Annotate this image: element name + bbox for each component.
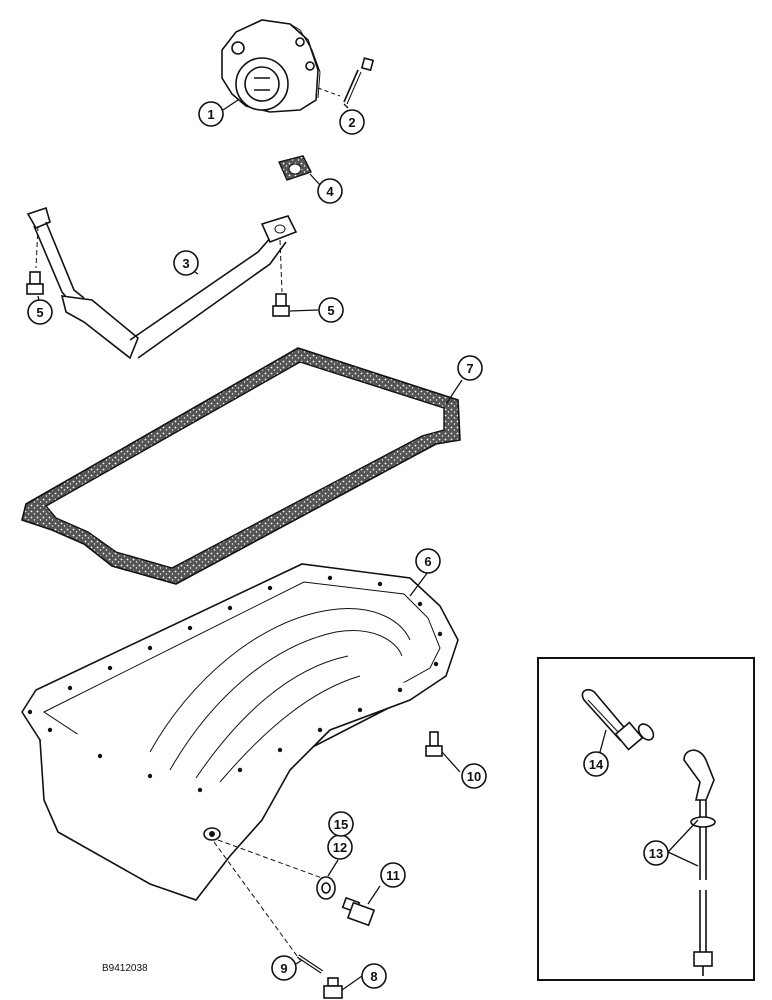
oil-pan-gasket-part bbox=[21, 347, 461, 585]
callout-1: 1 bbox=[198, 101, 224, 127]
svg-text:2: 2 bbox=[348, 115, 355, 130]
svg-text:15: 15 bbox=[334, 817, 348, 832]
dipstick-tube-plug-part bbox=[581, 688, 655, 751]
callout-13: 13 bbox=[643, 840, 669, 866]
drain-plug-washer-part bbox=[316, 876, 336, 900]
svg-text:7: 7 bbox=[466, 361, 473, 376]
callout-15: 15 bbox=[328, 811, 354, 837]
callout-5-left: 5 bbox=[27, 299, 53, 325]
tube-bolt-left-part bbox=[26, 271, 44, 295]
oil-pump-part bbox=[221, 19, 321, 113]
callout-12: 12 bbox=[327, 834, 353, 860]
drain-fitting-part bbox=[323, 977, 343, 999]
tube-bolt-right-part bbox=[272, 293, 290, 317]
callout-14: 14 bbox=[583, 751, 609, 777]
svg-text:12: 12 bbox=[333, 840, 347, 855]
callout-10: 10 bbox=[461, 763, 487, 789]
pickup-gasket-part bbox=[278, 155, 312, 181]
callout-4: 4 bbox=[317, 178, 343, 204]
svg-text:6: 6 bbox=[424, 554, 431, 569]
svg-text:14: 14 bbox=[589, 757, 604, 772]
pan-bolt-part bbox=[425, 731, 443, 757]
svg-text:8: 8 bbox=[370, 969, 377, 984]
inset-box bbox=[537, 657, 755, 981]
svg-text:10: 10 bbox=[467, 769, 481, 784]
figure-id: B9412038 bbox=[102, 963, 148, 974]
callout-5-right: 5 bbox=[318, 297, 344, 323]
svg-text:3: 3 bbox=[182, 256, 189, 271]
callout-7: 7 bbox=[457, 355, 483, 381]
oil-pan-part bbox=[21, 563, 459, 901]
pump-bolt-part bbox=[317, 57, 375, 105]
dipstick-part bbox=[683, 749, 716, 976]
svg-text:5: 5 bbox=[36, 305, 43, 320]
callout-2: 2 bbox=[339, 109, 365, 135]
svg-text:1: 1 bbox=[207, 107, 214, 122]
svg-text:13: 13 bbox=[649, 846, 663, 861]
svg-text:5: 5 bbox=[327, 303, 334, 318]
callout-8: 8 bbox=[361, 963, 387, 989]
callout-6: 6 bbox=[415, 548, 441, 574]
svg-text:11: 11 bbox=[386, 868, 400, 883]
svg-text:4: 4 bbox=[326, 184, 334, 199]
dowel-pin-part bbox=[296, 954, 324, 974]
leader-lines bbox=[37, 99, 699, 991]
callout-9: 9 bbox=[271, 955, 297, 981]
callout-3: 3 bbox=[173, 250, 199, 276]
svg-text:9: 9 bbox=[280, 961, 287, 976]
callout-11: 11 bbox=[380, 862, 406, 888]
oil-pickup-tube-part bbox=[26, 206, 298, 360]
drain-plug-part bbox=[341, 896, 376, 927]
